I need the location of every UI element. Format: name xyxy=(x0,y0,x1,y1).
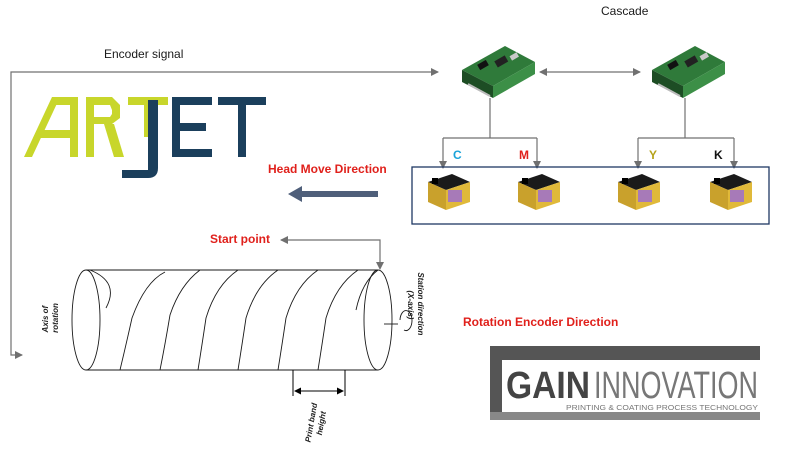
printhead-4 xyxy=(710,174,752,210)
printhead-1 xyxy=(428,174,470,210)
control-board-2 xyxy=(652,46,725,98)
encoder-signal-label: Encoder signal xyxy=(104,47,184,61)
ink-label-k: K xyxy=(714,148,723,162)
print-cylinder xyxy=(71,269,393,371)
ink-label-c: C xyxy=(453,148,462,162)
svg-text:INNOVATION: INNOVATION xyxy=(594,365,758,407)
artjet-logo xyxy=(24,97,266,178)
start-point-arrow xyxy=(280,236,381,264)
ink-label-m: M xyxy=(519,148,529,162)
cascade-label: Cascade xyxy=(601,4,649,18)
board-1-connections xyxy=(439,98,541,169)
axis-of-rotation-label: Axis of rotation xyxy=(41,303,60,333)
print-band-height-dimension xyxy=(292,370,346,396)
gain-innovation-logo: GAIN INNOVATION PRINTING & COATING PROCE… xyxy=(490,346,760,420)
encoder-signal-line xyxy=(10,68,439,359)
control-board-1 xyxy=(462,46,535,98)
ink-label-y: Y xyxy=(649,148,658,162)
head-move-arrow xyxy=(288,186,378,202)
station-direction-label: Station direction (X-axis) xyxy=(406,272,425,337)
board-2-connections xyxy=(634,98,738,169)
svg-text:PRINTING & COATING PROCESS TEC: PRINTING & COATING PROCESS TECHNOLOGY xyxy=(566,405,758,412)
rotation-encoder-direction-label: Rotation Encoder Direction xyxy=(463,315,619,329)
print-band-height-label: Print band height xyxy=(303,400,329,444)
svg-text:GAIN: GAIN xyxy=(506,365,590,407)
printhead-frame xyxy=(411,166,770,225)
printhead-3 xyxy=(618,174,660,210)
printhead-2 xyxy=(518,174,560,210)
station-rotation-mark xyxy=(384,310,413,331)
